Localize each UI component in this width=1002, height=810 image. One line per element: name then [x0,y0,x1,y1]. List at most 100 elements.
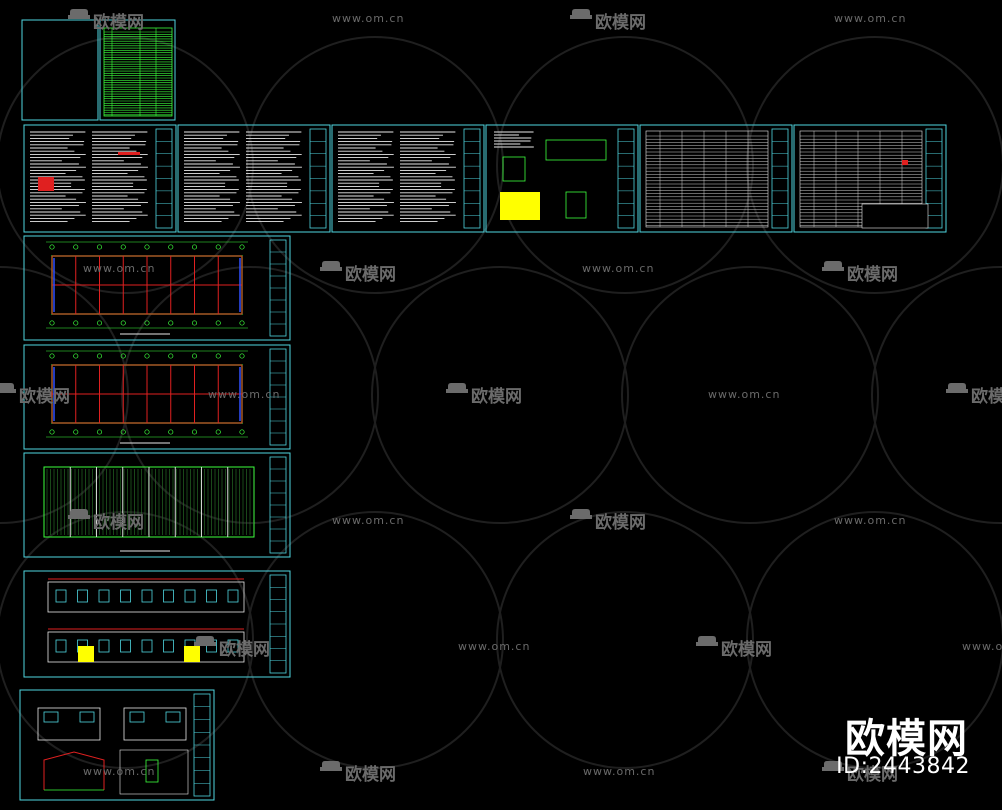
sheet-border [177,124,331,233]
sheet-border [639,124,793,233]
watermark-brand-text: 欧模网 [721,640,772,660]
sofa-logo-icon [320,761,342,781]
watermark-url: www.om.cn [582,262,655,275]
watermark-circle [0,511,254,769]
axis-bubble [73,429,79,435]
window [227,639,239,653]
watermark-circle [0,36,254,294]
sofa-logo-icon [68,9,90,29]
axis-bubble [96,244,103,250]
axis-bubble [73,353,79,359]
axis-bubble [96,429,103,435]
watermark-brand-text: 欧模网 [471,387,522,407]
sofa-logo-icon [194,636,216,656]
sofa-logo-icon [570,509,592,529]
red-cell-mark [902,160,908,165]
sheet-border [793,124,947,233]
section-window [165,711,181,723]
axis-bubble [215,429,221,435]
watermark-brand-text: 欧模网 [595,513,646,533]
window [141,639,153,653]
watermark-url: www.om.cn [208,388,281,401]
section-detail-box [119,749,189,795]
red-note-mark [118,152,140,155]
axis-bubble [215,244,221,250]
axis-bubble [168,244,174,250]
watermark-brand: 欧模网 [194,635,270,660]
detail-frame [502,156,526,182]
watermark-brand: 欧模网 [696,635,772,660]
section-window [43,711,59,723]
red-note-block [38,177,54,191]
watermark-url: www.om.cn [834,12,907,25]
sheet-border [23,124,177,233]
detail-frame [545,139,607,161]
section-truss [43,751,105,790]
watermark-brand-text: 欧模网 [847,265,898,285]
watermark-brand: 欧模网 [570,8,646,33]
sofa-logo-icon [822,761,844,781]
design-notes-sheet-3 [331,124,485,233]
yellow-detail-block [500,192,540,220]
watermark-url: www.om.cn [332,12,405,25]
watermark-brand: 欧模网 [68,8,144,33]
axis-bubble [120,429,126,435]
blank-cell [861,203,929,229]
axis-bubble [144,244,150,250]
detail-frame [565,191,587,219]
watermark-brand: 欧模网 [946,382,1002,407]
axis-bubble [191,320,198,326]
watermark-brand-text: 欧模网 [345,765,396,785]
section-window [79,711,95,723]
window [55,639,67,653]
axis-bubble [120,244,126,250]
watermark-circle [0,266,129,524]
floor-plan-2 [23,344,291,450]
axis-bubble [96,353,103,359]
axis-bubble [191,353,198,359]
watermark-brand: 欧模网 [0,382,70,407]
axis-bubble [239,320,245,326]
axis-bubble [215,353,221,359]
axis-bubble [49,320,55,326]
axis-bubble [168,353,174,359]
roof-plan [23,452,291,558]
design-notes-sheet-2 [177,124,331,233]
schedule-table [799,130,923,228]
watermark-url: www.om.cn [583,765,656,778]
watermark-circle [496,511,754,769]
watermark-url: www.om.cn [332,514,405,527]
window [227,589,239,603]
watermark-brand: 欧模网 [320,760,396,785]
watermark-url: www.om.cn [962,640,1002,653]
watermark-circle [746,511,1002,769]
corner-brand-name: 欧模网 [845,716,968,762]
sofa-logo-icon [946,383,968,403]
axis-bubble [239,429,245,435]
sheet-border [23,452,291,558]
elevation-outline [47,631,245,663]
sofa-logo-icon [0,383,16,403]
elevations [23,570,291,678]
axis-bubble [144,429,150,435]
axis-bubble [191,429,198,435]
axis-bubble [168,429,174,435]
window [98,639,110,653]
axis-bubble [120,353,126,359]
window [77,589,88,603]
elevation-outline [47,581,245,613]
sheet-border [331,124,485,233]
yellow-door [184,646,200,662]
watermark-url: www.om.cn [83,262,156,275]
sheet-border [23,235,291,341]
watermark-brand: 欧模网 [822,260,898,285]
watermark-brand-text: 欧模网 [219,640,270,660]
axis-bubble [120,320,126,326]
axis-bubble [96,320,103,326]
detail-sheet [485,124,639,233]
window [163,639,174,653]
drawing-index-sheet [99,19,176,121]
